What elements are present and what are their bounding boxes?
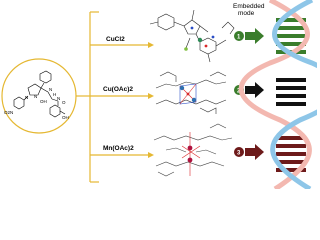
- atom-label: O: [62, 100, 66, 105]
- ligand-oval: [1, 58, 77, 134]
- mode-arrow-3: [245, 144, 264, 160]
- reaction-arrow-3: Mn(OAc)2: [90, 145, 154, 158]
- atom-label: N: [57, 96, 60, 101]
- complex-2-structure: [155, 71, 227, 114]
- reaction-arrow-2: Cu(OAc)2: [90, 86, 154, 99]
- mode-number-3: 3: [237, 151, 241, 157]
- dna-base-pair: [276, 136, 306, 140]
- mode-indicator-2: 2: [234, 82, 264, 98]
- oxygen-atom-icon: [186, 92, 190, 96]
- dna-base-pair: [276, 26, 306, 30]
- mode-indicator-1: 1: [234, 28, 264, 44]
- atom-label: N: [49, 87, 52, 92]
- nitrogen-atom-icon: [190, 26, 194, 30]
- dna-helix: [238, 0, 317, 189]
- metal-atom-icon: [179, 85, 185, 91]
- ligand-structure: O2N N N OH N H N O OH: [1, 58, 77, 134]
- oxygen-atom-icon: [204, 44, 208, 48]
- dna-base-pair: [276, 42, 306, 46]
- atom-label: N: [25, 95, 28, 100]
- chloride-atom-icon: [184, 47, 188, 51]
- atom-label: O2N: [4, 110, 13, 115]
- metal-atom-icon: [187, 145, 193, 151]
- reagent-label-3: Mn(OAc)2: [103, 145, 134, 152]
- dna-strand-b: [270, 0, 317, 189]
- embedded-mode-label: Embedded mode: [233, 3, 266, 17]
- dna-base-pair: [276, 86, 306, 90]
- complex-1-structure: [149, 9, 235, 63]
- mode-number-1: 1: [237, 35, 241, 41]
- dna-base-pair: [276, 152, 306, 156]
- atom-label: H: [53, 92, 56, 97]
- dna-base-pair: [276, 160, 306, 164]
- dna-base-pair: [276, 78, 306, 82]
- dna-base-pair: [276, 144, 306, 148]
- dna-strand-a: [238, 0, 312, 189]
- nitrogen-atom-icon: [211, 35, 215, 39]
- mode-arrow-1: [245, 28, 264, 44]
- atom-label: OH: [62, 115, 69, 120]
- dna-base-pair: [276, 102, 306, 106]
- complex-3-structure: [153, 123, 233, 177]
- metal-atom-icon: [197, 37, 203, 43]
- dna-base-pair: [276, 168, 306, 172]
- metal-atom-icon: [191, 97, 197, 103]
- atom-label: N: [34, 94, 37, 99]
- diagram-canvas: O2N N N OH N H N O OH CuCl2 Cu(OAc)2 Mn(…: [1, 0, 317, 189]
- dna-base-pair: [276, 94, 306, 98]
- metal-atom-icon: [187, 157, 193, 163]
- mode-indicator-3: 3: [234, 144, 264, 160]
- dna-base-pair: [276, 34, 306, 38]
- reaction-arrow-1: CuCl2: [90, 36, 154, 48]
- dna-base-pair: [276, 18, 306, 22]
- reagent-label-2: Cu(OAc)2: [103, 86, 133, 93]
- mode-arrow-2: [245, 82, 264, 98]
- reagent-label-1: CuCl2: [106, 36, 125, 43]
- bracket-connector: [76, 11, 99, 183]
- atom-label: OH: [40, 99, 47, 104]
